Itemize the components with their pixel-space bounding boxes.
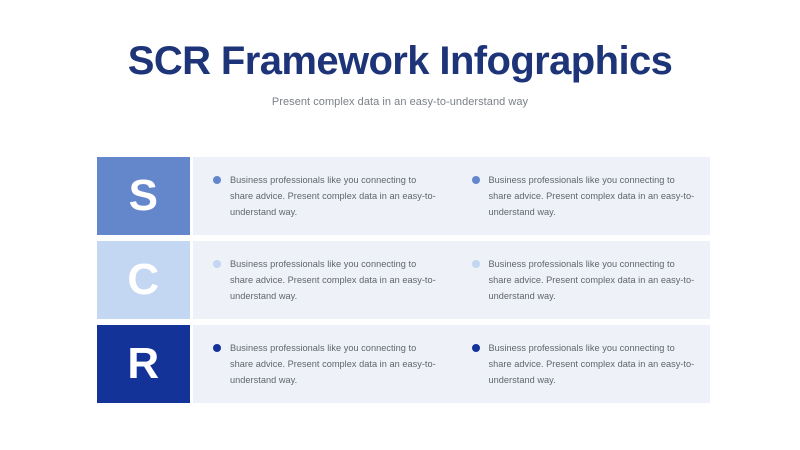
letter-badge-s[interactable]: S (97, 157, 190, 235)
row-content: Business professionals like you connecti… (193, 157, 710, 235)
bullet-icon (471, 344, 480, 352)
bullet-text: Business professionals like you connecti… (230, 343, 436, 385)
bullet-icon (213, 176, 221, 184)
row-content: Business professionals like you connecti… (193, 325, 710, 403)
row-column-left[interactable]: Business professionals like you connecti… (193, 172, 452, 220)
letter-badge-label: R (127, 339, 160, 388)
letter-badge-c[interactable]: C (97, 241, 190, 319)
table-row[interactable]: C Business professionals like you connec… (97, 241, 710, 319)
page-subtitle: Present complex data in an easy-to-under… (271, 96, 529, 108)
page-title: SCR Framework Infographics (127, 39, 673, 83)
table-row[interactable]: R Business professionals like you connec… (97, 325, 710, 403)
bullet-text: Business professionals like you connecti… (230, 259, 436, 301)
letter-badge-r[interactable]: R (97, 325, 190, 403)
row-column-right[interactable]: Business professionals like you connecti… (452, 256, 711, 304)
bullet-icon (471, 176, 480, 184)
bullet-text: Business professionals like you connecti… (488, 175, 695, 217)
bullet-text: Business professionals like you connecti… (488, 259, 695, 301)
bullet-icon (471, 260, 480, 268)
bullet-icon (213, 344, 221, 352)
row-column-right[interactable]: Business professionals like you connecti… (452, 172, 711, 220)
bullet-text: Business professionals like you connecti… (488, 343, 695, 385)
bullet-icon (213, 260, 221, 268)
framework-rows: S Business professionals like you connec… (97, 157, 710, 403)
letter-badge-label: C (127, 255, 160, 304)
letter-badge-label: S (128, 171, 159, 220)
row-column-right[interactable]: Business professionals like you connecti… (452, 340, 711, 388)
slide-header: SCR Framework Infographics Present compl… (0, 38, 800, 110)
row-content: Business professionals like you connecti… (193, 241, 710, 319)
row-column-left[interactable]: Business professionals like you connecti… (193, 256, 452, 304)
row-column-left[interactable]: Business professionals like you connecti… (193, 340, 452, 388)
table-row[interactable]: S Business professionals like you connec… (97, 157, 710, 235)
bullet-text: Business professionals like you connecti… (230, 175, 436, 217)
